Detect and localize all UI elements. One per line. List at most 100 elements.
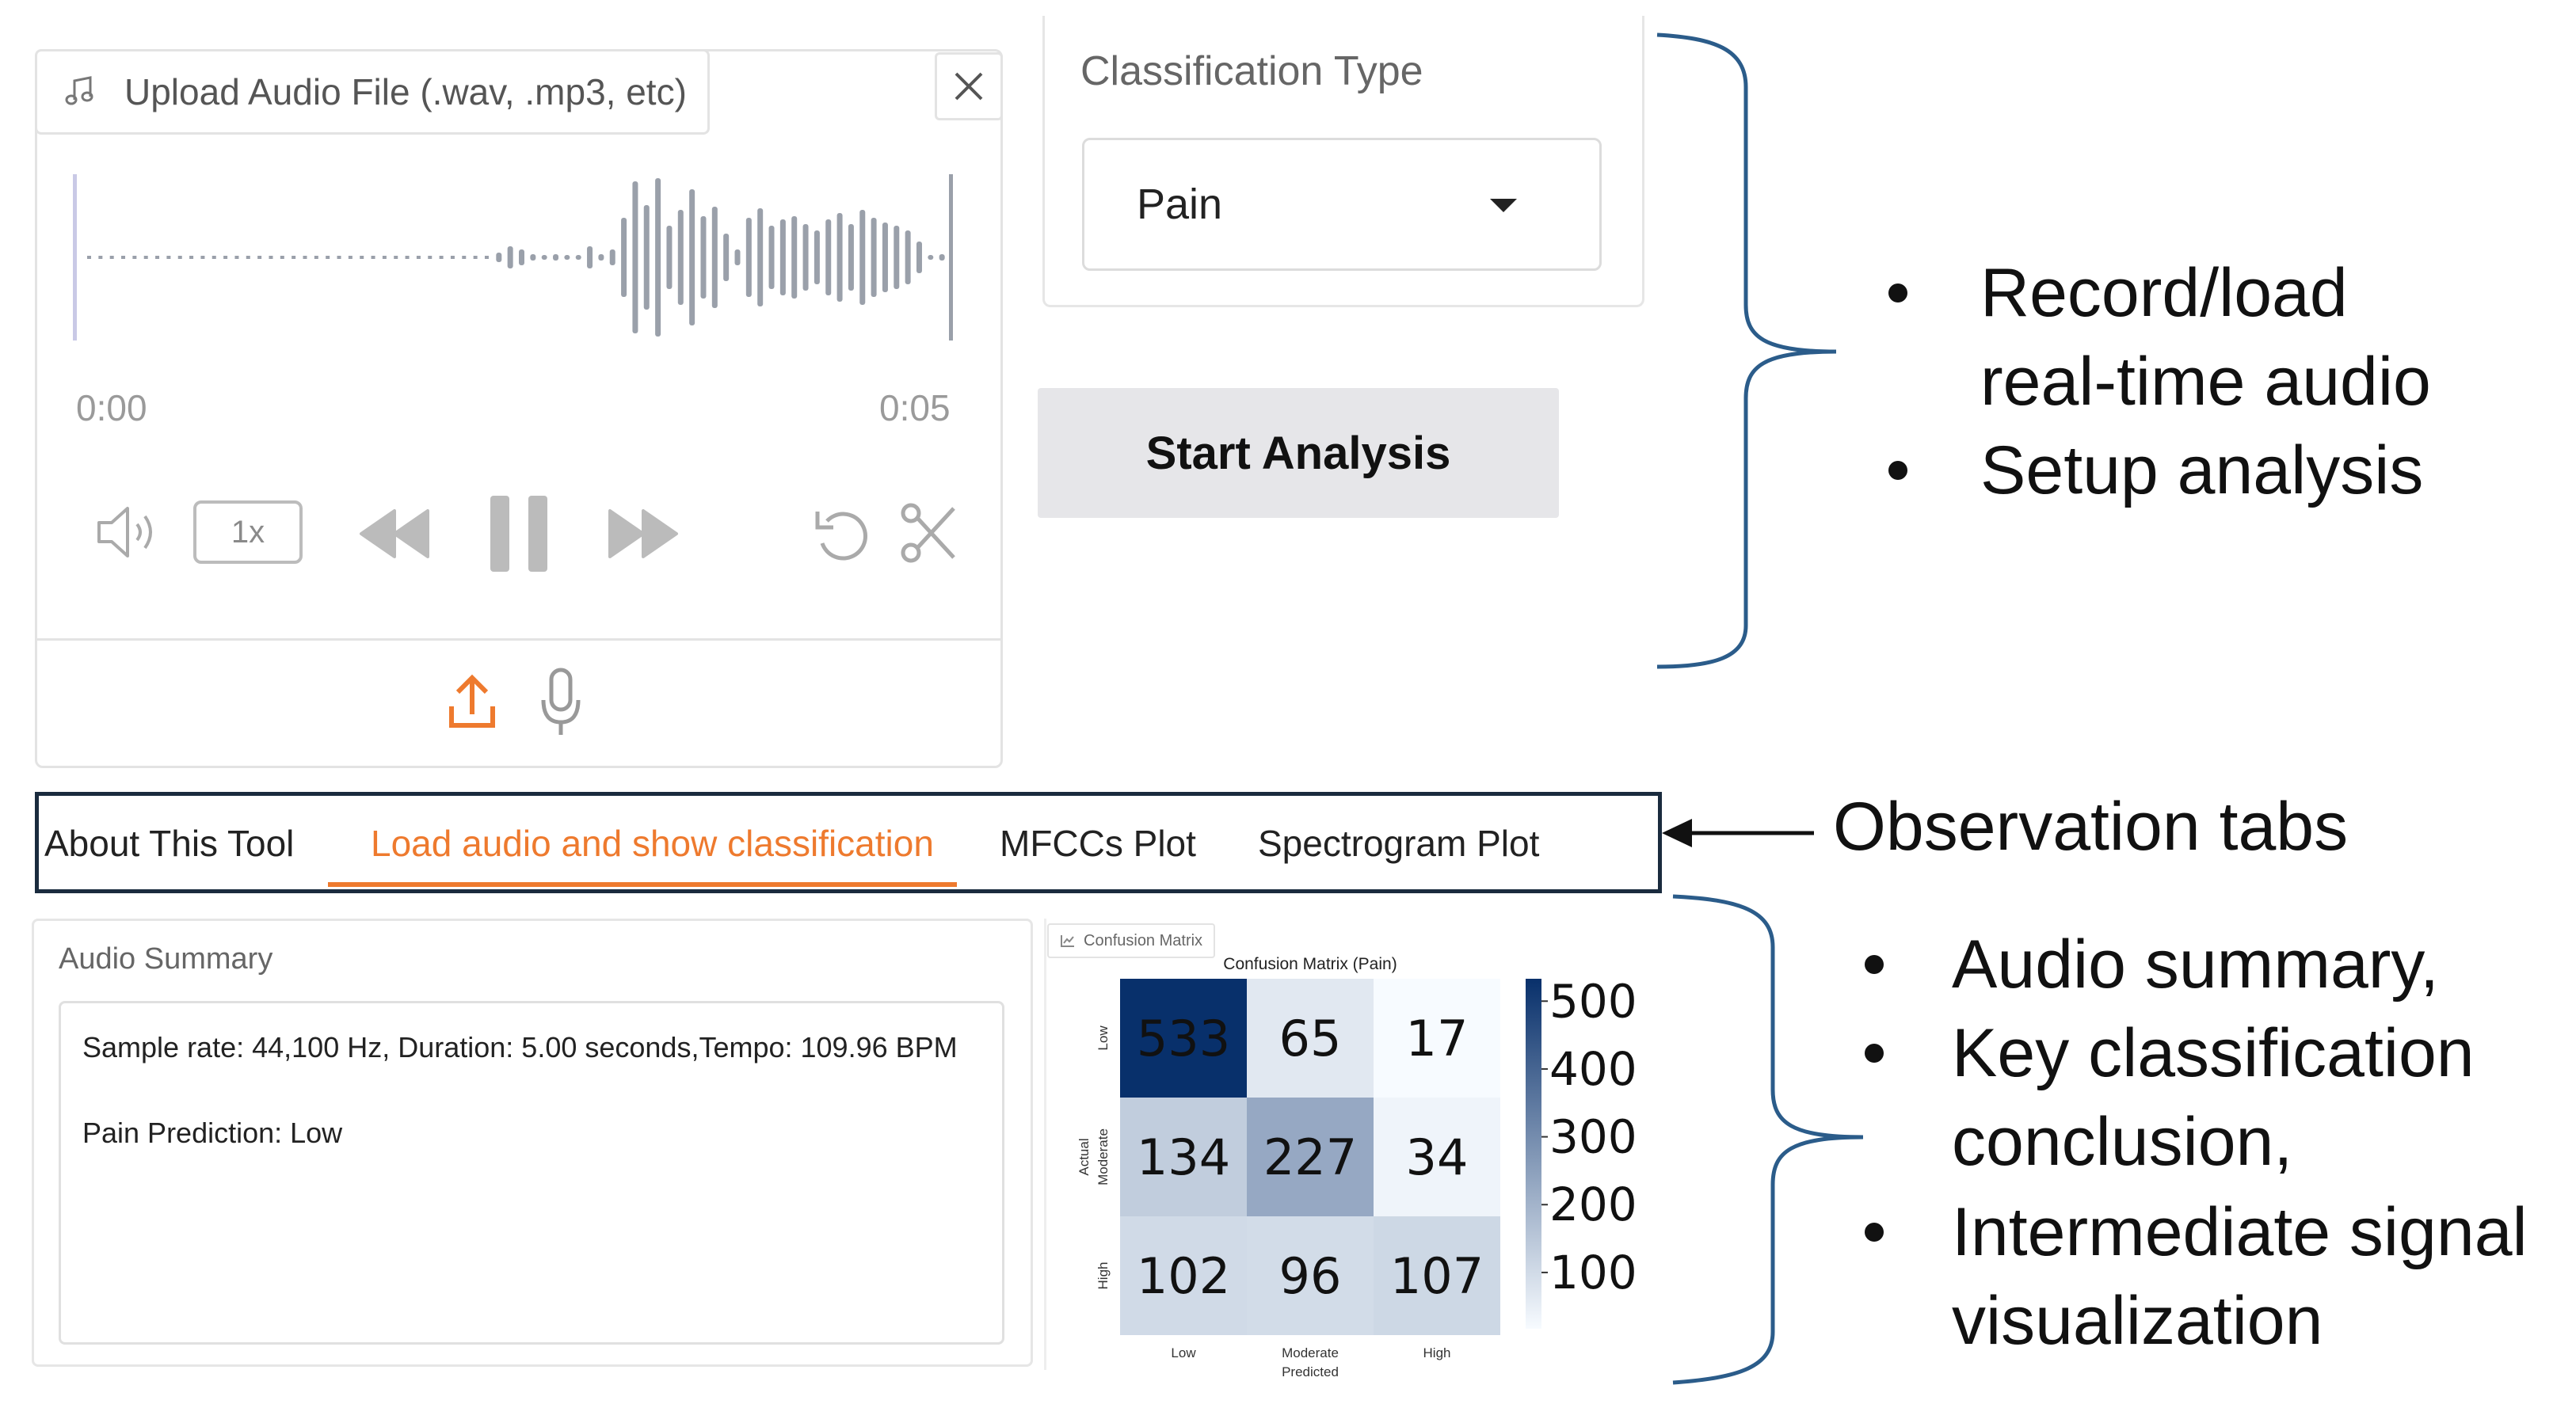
volume-button[interactable] bbox=[92, 499, 168, 565]
output-bullet-1-line1: Audio summary, bbox=[1952, 926, 2439, 1003]
waveform-bar bbox=[711, 207, 718, 308]
pain-prediction: Pain Prediction: Low bbox=[82, 1117, 343, 1149]
upload-label-text: Upload Audio File (.wav, .mp3, etc) bbox=[124, 71, 687, 112]
waveform-dot bbox=[382, 256, 387, 259]
waveform-bar bbox=[814, 230, 820, 284]
waveform-dot bbox=[166, 256, 171, 259]
waveform-dot bbox=[303, 256, 307, 259]
pause-button[interactable] bbox=[485, 493, 553, 575]
waveform-dot bbox=[484, 256, 489, 259]
output-bullet-2: Key classification conclusion, bbox=[1865, 1009, 2475, 1186]
waveform-bar bbox=[836, 213, 843, 302]
audio-input-panel bbox=[35, 49, 1003, 768]
setup-bullet-1-line1: Record/load bbox=[1980, 255, 2348, 331]
waveform-bar bbox=[723, 234, 730, 281]
volume-icon bbox=[97, 507, 152, 557]
waveform-dot bbox=[326, 256, 330, 259]
microphone-icon bbox=[541, 668, 581, 735]
waveform-bar bbox=[632, 181, 638, 333]
waveform-bar bbox=[530, 254, 536, 261]
waveform-dot bbox=[280, 256, 284, 259]
waveform-bar bbox=[791, 216, 798, 299]
waveform-dot bbox=[416, 256, 421, 259]
tab-mfccs-plot[interactable]: MFCCs Plot bbox=[1000, 823, 1196, 864]
waveform-dot bbox=[223, 256, 228, 259]
waveform-bar bbox=[700, 216, 707, 299]
upload-icon bbox=[449, 674, 495, 728]
waveform-bar bbox=[905, 230, 911, 284]
waveform-bar bbox=[643, 205, 650, 310]
record-button[interactable] bbox=[535, 665, 586, 740]
waveform-bar bbox=[848, 224, 854, 291]
waveform-bar bbox=[575, 255, 581, 260]
waveform-dot bbox=[439, 256, 444, 259]
output-bullet-3: Intermediate signal visualization bbox=[1865, 1188, 2528, 1365]
trim-button[interactable] bbox=[897, 499, 960, 567]
chart-icon bbox=[1061, 935, 1074, 947]
fast-forward-button[interactable] bbox=[604, 504, 683, 564]
close-button[interactable] bbox=[935, 52, 1003, 120]
waveform[interactable] bbox=[71, 158, 966, 356]
waveform-dot bbox=[428, 256, 433, 259]
waveform-dot bbox=[292, 256, 296, 259]
speed-button[interactable]: 1x bbox=[193, 500, 303, 564]
waveform-dot bbox=[314, 256, 318, 259]
waveform-dot bbox=[371, 256, 375, 259]
waveform-bar bbox=[768, 226, 775, 289]
output-brace bbox=[1672, 894, 1864, 1385]
tab-spectrogram-plot[interactable]: Spectrogram Plot bbox=[1258, 823, 1540, 864]
waveform-bar bbox=[871, 218, 877, 297]
tab-load-audio[interactable]: Load audio and show classification bbox=[371, 823, 934, 864]
waveform-dot bbox=[155, 256, 160, 259]
waveform-bar bbox=[564, 255, 570, 260]
classification-type-label: Classification Type bbox=[1080, 48, 1423, 94]
chevron-down-icon bbox=[1490, 199, 1517, 212]
waveform-dot bbox=[121, 256, 126, 259]
tab-about[interactable]: About This Tool bbox=[44, 823, 295, 864]
audio-summary-title: Audio Summary bbox=[59, 942, 273, 976]
observation-tab-bar bbox=[35, 792, 1662, 893]
output-bullet-3-line2: visualization bbox=[1952, 1283, 2323, 1359]
waveform-bar bbox=[734, 249, 741, 265]
time-start: 0:00 bbox=[76, 387, 147, 428]
classification-selected-value: Pain bbox=[1137, 181, 1223, 228]
waveform-dot bbox=[462, 256, 467, 259]
waveform-dot bbox=[143, 256, 148, 259]
waveform-bar bbox=[882, 223, 888, 292]
waveform-bar bbox=[894, 226, 900, 289]
bullet-icon bbox=[1865, 1044, 1884, 1063]
start-analysis-button[interactable]: Start Analysis bbox=[1038, 388, 1559, 518]
undo-button[interactable] bbox=[810, 502, 875, 565]
waveform-bar bbox=[939, 254, 945, 261]
waveform-bar bbox=[745, 218, 752, 297]
output-bullet-2-line1: Key classification bbox=[1952, 1015, 2475, 1091]
rewind-icon bbox=[360, 509, 429, 558]
waveform-dot bbox=[177, 256, 182, 259]
waveform-dot bbox=[394, 256, 398, 259]
confusion-matrix-tag-label: Confusion Matrix bbox=[1084, 931, 1203, 949]
classification-type-dropdown[interactable]: Pain bbox=[1082, 138, 1602, 271]
upload-audio-label: Upload Audio File (.wav, .mp3, etc) bbox=[35, 49, 710, 135]
bullet-icon bbox=[1865, 955, 1884, 974]
waveform-dot bbox=[109, 256, 114, 259]
waveform-dot bbox=[473, 256, 478, 259]
waveform-dot bbox=[405, 256, 410, 259]
waveform-dot bbox=[87, 256, 91, 259]
waveform-bar bbox=[598, 254, 604, 261]
fast-forward-icon bbox=[608, 509, 678, 558]
upload-button[interactable] bbox=[444, 670, 501, 733]
waveform-bar bbox=[928, 255, 934, 260]
rewind-button[interactable] bbox=[355, 504, 434, 564]
setup-bullet-2-line1: Setup analysis bbox=[1980, 432, 2424, 508]
scissors-icon bbox=[901, 503, 955, 563]
waveform-bar bbox=[779, 219, 786, 295]
observation-tabs-note: Observation tabs bbox=[1833, 789, 2349, 865]
waveform-dot bbox=[246, 256, 250, 259]
waveform-dot bbox=[132, 256, 137, 259]
active-tab-indicator bbox=[328, 882, 957, 887]
music-note-icon bbox=[37, 76, 124, 108]
waveform-bar bbox=[621, 218, 627, 297]
waveform-bar bbox=[916, 242, 922, 273]
undo-icon bbox=[815, 512, 867, 561]
audio-summary-textbox[interactable] bbox=[59, 1001, 1004, 1345]
